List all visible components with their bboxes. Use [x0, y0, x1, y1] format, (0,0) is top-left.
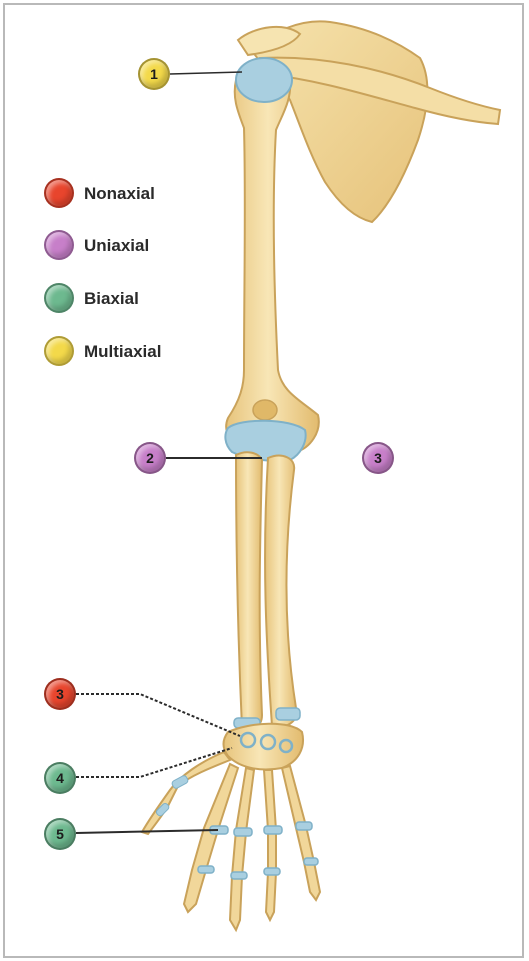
ring-finger — [264, 770, 276, 920]
radius — [265, 456, 297, 727]
legend-label-nonaxial: Nonaxial — [84, 184, 155, 204]
legend-item-nonaxial: Nonaxial — [44, 178, 244, 210]
joint-marker-1-shoulder[interactable]: 1 — [138, 58, 170, 90]
legend-label-biaxial: Biaxial — [84, 289, 139, 309]
joint-marker-3-intercarpal[interactable]: 3 — [44, 678, 76, 710]
legend-label-multiaxial: Multiaxial — [84, 342, 161, 362]
leader-line-3 — [76, 694, 240, 736]
little-mcp-cartilage — [296, 822, 312, 830]
legend-swatch-uniaxial — [44, 230, 74, 260]
ring-pip-cartilage — [264, 868, 280, 875]
thumb-cartilage-2 — [155, 802, 170, 817]
ring-mcp-cartilage — [264, 826, 282, 834]
legend-swatch-nonaxial — [44, 178, 74, 208]
little-finger — [282, 766, 320, 900]
thumb-cartilage-1 — [171, 775, 189, 790]
legend-label-uniaxial: Uniaxial — [84, 236, 149, 256]
middle-pip-cartilage — [231, 872, 247, 879]
joint-marker-4-wrist[interactable]: 4 — [44, 762, 76, 794]
joint-marker-3-elbow[interactable]: 3 — [362, 442, 394, 474]
wrist-cartilage-radius — [276, 708, 300, 720]
index-pip-cartilage — [198, 866, 214, 873]
index-finger — [184, 764, 238, 912]
middle-mcp-cartilage — [234, 828, 252, 836]
olecranon-fossa — [253, 400, 277, 420]
legend-swatch-biaxial — [44, 283, 74, 313]
legend-swatch-multiaxial — [44, 336, 74, 366]
shoulder-joint-cartilage — [236, 58, 292, 102]
joint-marker-2-elbow[interactable]: 2 — [134, 442, 166, 474]
legend-item-uniaxial: Uniaxial — [44, 230, 244, 262]
legend-item-biaxial: Biaxial — [44, 283, 244, 315]
little-pip-cartilage — [304, 858, 318, 865]
fingers — [184, 764, 320, 930]
ulna — [236, 452, 262, 729]
joint-marker-5-knuckle[interactable]: 5 — [44, 818, 76, 850]
middle-finger — [230, 768, 254, 930]
legend-item-multiaxial: Multiaxial — [44, 336, 244, 368]
leader-line-1 — [170, 72, 242, 74]
